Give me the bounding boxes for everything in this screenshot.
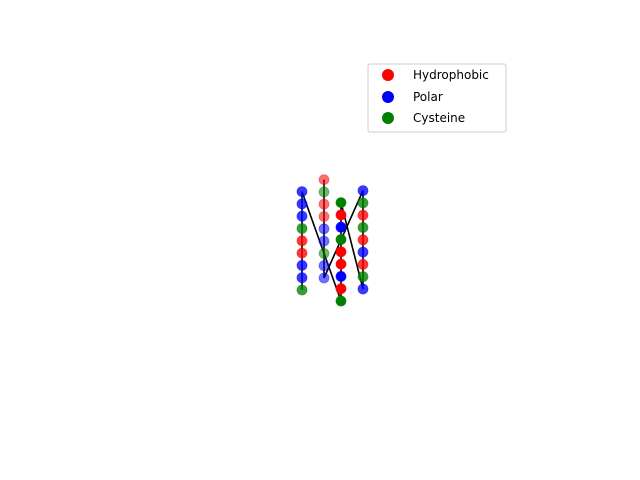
residue-point-hydrophobic xyxy=(357,234,369,246)
residue-point-cysteine xyxy=(296,223,308,234)
chain-segment xyxy=(323,190,364,279)
legend-entry-polar: Polar xyxy=(382,90,443,104)
legend-entry-cysteine: Cysteine xyxy=(382,111,465,125)
legend-frame xyxy=(367,63,507,133)
residue-point-cysteine xyxy=(357,222,369,233)
residue-point-polar xyxy=(296,198,308,210)
residue-point-hydrophobic xyxy=(296,247,308,259)
residue-point-cysteine xyxy=(335,234,347,245)
residue-point-polar xyxy=(318,272,330,284)
residue-point-hydrophobic xyxy=(357,258,369,270)
legend-marker-cysteine xyxy=(382,112,394,124)
residue-point-cysteine xyxy=(357,271,369,283)
residue-point-hydrophobic xyxy=(318,198,330,210)
legend-label-hydrophobic: Hydrophobic xyxy=(413,68,489,82)
residue-point-polar xyxy=(296,186,308,198)
residue-point-hydrophobic xyxy=(296,235,308,247)
residue-point-polar xyxy=(296,272,308,284)
legend-marker-polar xyxy=(382,91,394,103)
residue-point-hydrophobic xyxy=(335,209,347,221)
chain-segment xyxy=(301,191,342,302)
residue-point-hydrophobic xyxy=(318,211,330,222)
residue-point-cysteine xyxy=(335,295,347,307)
residue-point-cysteine xyxy=(357,197,369,209)
residue-point-polar xyxy=(357,246,369,258)
residue-point-polar xyxy=(296,210,308,222)
residue-point-polar xyxy=(335,221,347,233)
residue-point-hydrophobic xyxy=(318,174,330,186)
legend-label-cysteine: Cysteine xyxy=(413,111,465,125)
residue-point-hydrophobic xyxy=(335,246,347,258)
residue-point-polar xyxy=(318,223,330,235)
legend-label-polar: Polar xyxy=(413,90,443,104)
residue-point-hydrophobic xyxy=(335,258,347,270)
residue-point-cysteine xyxy=(318,247,330,259)
residue-point-polar xyxy=(335,270,347,282)
residue-points xyxy=(296,174,369,307)
residue-point-cysteine xyxy=(318,186,330,198)
residue-point-polar xyxy=(318,260,330,272)
residue-point-polar xyxy=(296,259,308,271)
residue-point-polar xyxy=(357,185,369,197)
legend: Hydrophobic Polar Cysteine xyxy=(367,63,507,133)
residue-point-cysteine xyxy=(296,284,308,296)
residue-point-hydrophobic xyxy=(357,209,369,221)
residue-point-cysteine xyxy=(335,197,347,209)
residue-point-polar xyxy=(318,235,330,247)
residue-point-polar xyxy=(357,283,369,295)
legend-marker-hydrophobic xyxy=(382,69,394,81)
legend-entry-hydrophobic: Hydrophobic xyxy=(382,68,489,82)
residue-point-hydrophobic xyxy=(335,283,347,295)
